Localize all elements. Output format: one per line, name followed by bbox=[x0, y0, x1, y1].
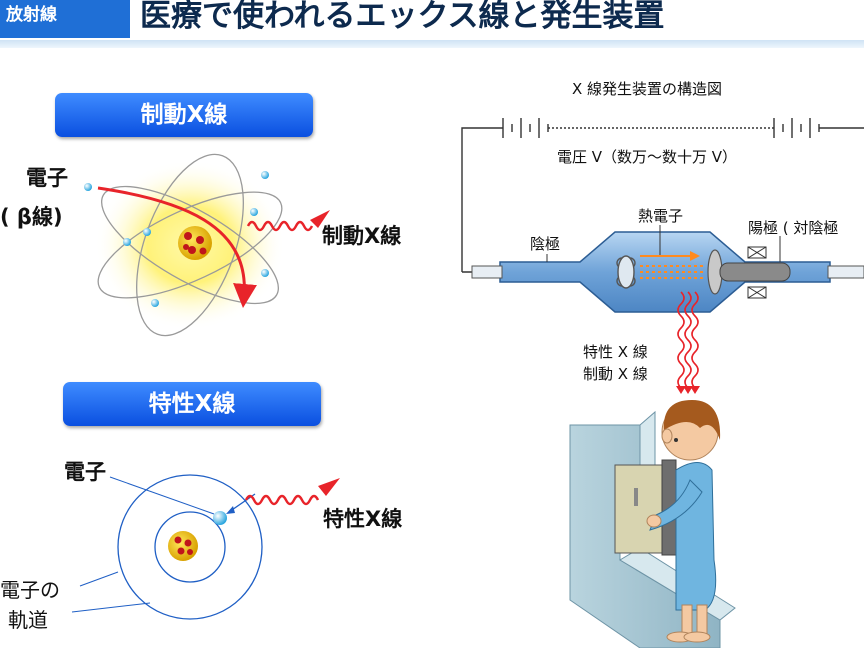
bremsstrahlung-atom bbox=[84, 153, 330, 337]
characteristic-output-label: 特性X線 bbox=[323, 507, 403, 531]
characteristic-atom bbox=[71, 474, 340, 620]
device-title: X 線発生装置の構造図 bbox=[572, 80, 723, 98]
orbit-label-line1: 電子の bbox=[0, 578, 60, 602]
bremsstrahlung-output-label: 制動X線 bbox=[322, 224, 402, 248]
header-divider bbox=[0, 40, 864, 48]
cathode-label: 陰極 bbox=[530, 235, 561, 253]
patient-illustration bbox=[569, 400, 736, 648]
xray-tube bbox=[471, 225, 864, 313]
page-title: 医療で使われるエックス線と発生装置 bbox=[140, 0, 665, 34]
category-tag: 放射線 bbox=[0, 0, 130, 38]
header: 放射線 医療で使われるエックス線と発生装置 bbox=[0, 0, 864, 44]
thermal-electron-label: 熱電子 bbox=[638, 207, 684, 225]
emission-label-characteristic: 特性 X 線 bbox=[583, 343, 648, 361]
emission-label-bremsstrahlung: 制動 X 線 bbox=[583, 365, 648, 383]
orbit-label-line2: 軌道 bbox=[8, 608, 48, 632]
tube-emission bbox=[677, 291, 699, 389]
characteristic-electron-label: 電子 bbox=[64, 460, 106, 484]
voltage-label: 電圧 V（数万〜数十万 V） bbox=[557, 148, 738, 166]
characteristic-heading: 特性X線 bbox=[63, 382, 321, 426]
bremsstrahlung-electron-label: 電子 bbox=[26, 166, 68, 190]
bremsstrahlung-beta-label: ( β線) bbox=[0, 205, 63, 229]
bremsstrahlung-heading: 制動X線 bbox=[55, 93, 313, 137]
anode-label: 陽極 ( 対陰極 bbox=[748, 219, 839, 237]
